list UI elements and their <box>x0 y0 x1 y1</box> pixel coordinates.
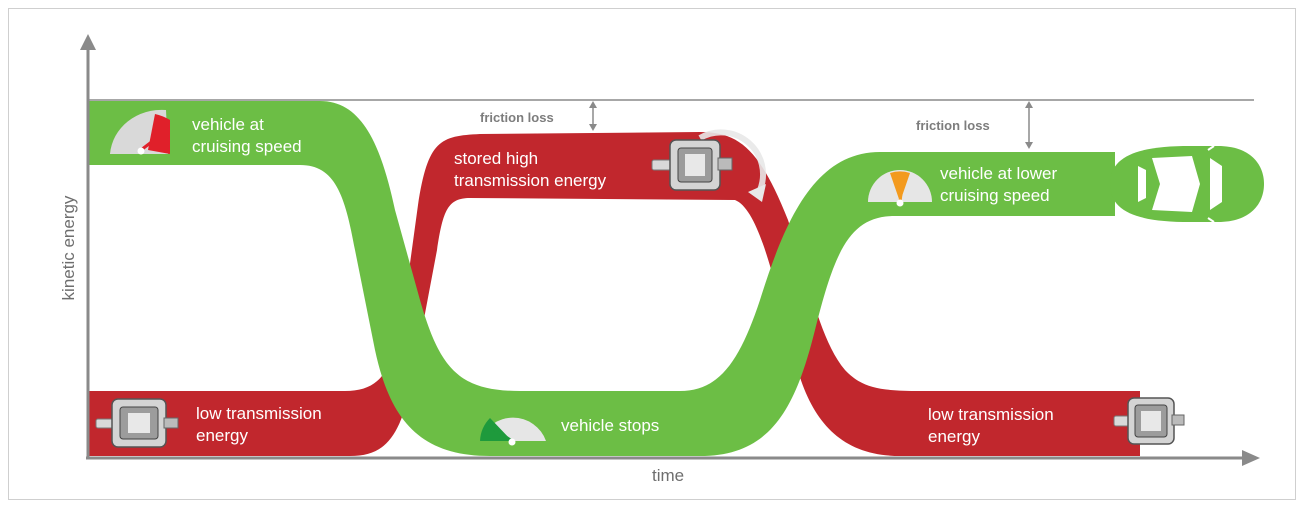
friction-loss-label-2: friction loss <box>916 118 990 133</box>
transmission-icon-top <box>651 129 767 202</box>
label-stored-high-text: stored high transmission energy <box>454 149 607 190</box>
friction-loss-marker-2 <box>1025 101 1033 149</box>
speedometer-low-icon <box>480 417 546 446</box>
label-stored-high-transmission-energy: stored high transmission energy <box>454 148 606 192</box>
label-vehicle-lower-cruising-speed: vehicle at lower cruising speed <box>940 163 1057 207</box>
transmission-energy-band <box>88 132 1140 456</box>
label-low-transmission-energy-left: low transmission energy <box>196 403 322 447</box>
x-axis-arrow <box>1242 450 1260 466</box>
diagram-frame <box>8 8 1296 500</box>
label-low-transmission-energy-right: low transmission energy <box>928 404 1054 448</box>
label-vehicle-cruising-speed-text: vehicle at cruising speed <box>192 115 302 156</box>
label-vehicle-stops-text: vehicle stops <box>561 416 660 435</box>
car-icon <box>1110 145 1264 223</box>
label-low-trans-left-text: low transmission energy <box>196 404 322 445</box>
friction-loss-marker-1 <box>589 101 597 131</box>
y-axis-arrow <box>80 34 96 50</box>
label-vehicle-cruising-speed: vehicle at cruising speed <box>192 114 302 158</box>
x-axis-label: time <box>652 466 685 485</box>
label-vehicle-lower-text: vehicle at lower cruising speed <box>940 164 1058 205</box>
y-axis-label: kinetic energy <box>59 195 78 301</box>
speedometer-mid-icon <box>868 170 932 207</box>
label-vehicle-stops: vehicle stops <box>561 415 659 437</box>
label-low-trans-right-text: low transmission energy <box>928 405 1054 446</box>
transmission-icon-left <box>95 398 179 448</box>
transmission-icon-right <box>1113 397 1185 445</box>
speedometer-high-icon <box>110 109 170 155</box>
vehicle-energy-band <box>88 101 1115 456</box>
friction-loss-label-1: friction loss <box>480 110 554 125</box>
